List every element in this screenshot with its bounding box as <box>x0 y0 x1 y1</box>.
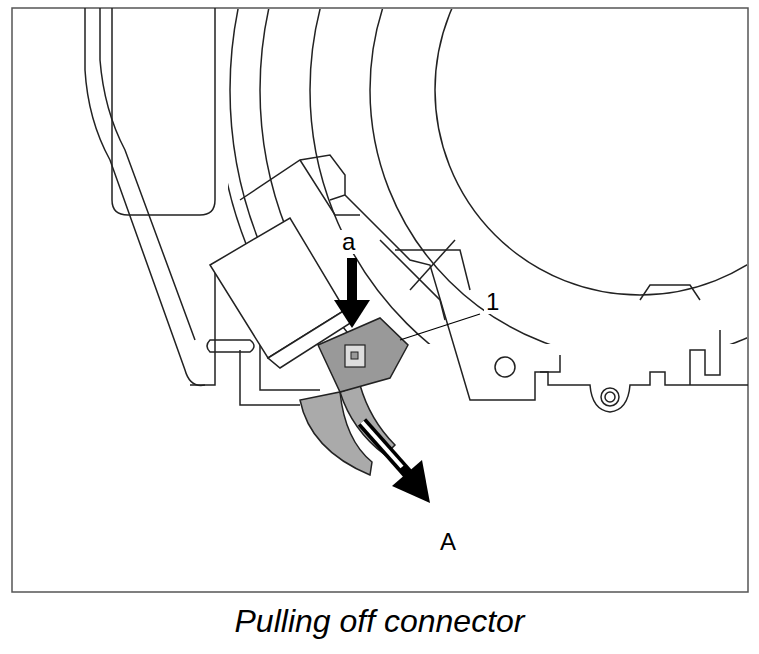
leader-line <box>400 314 480 340</box>
housing <box>85 8 748 412</box>
frame <box>12 8 748 592</box>
press-arrow <box>334 258 370 328</box>
arrow-letter: a <box>340 230 357 254</box>
figure-caption: Pulling off connector <box>235 604 525 639</box>
arrow-letter: A <box>438 530 458 554</box>
callout-number: 1 <box>484 290 501 314</box>
wire-harness <box>300 385 395 475</box>
connector-plug <box>318 318 408 392</box>
pull-arrow <box>362 422 430 503</box>
